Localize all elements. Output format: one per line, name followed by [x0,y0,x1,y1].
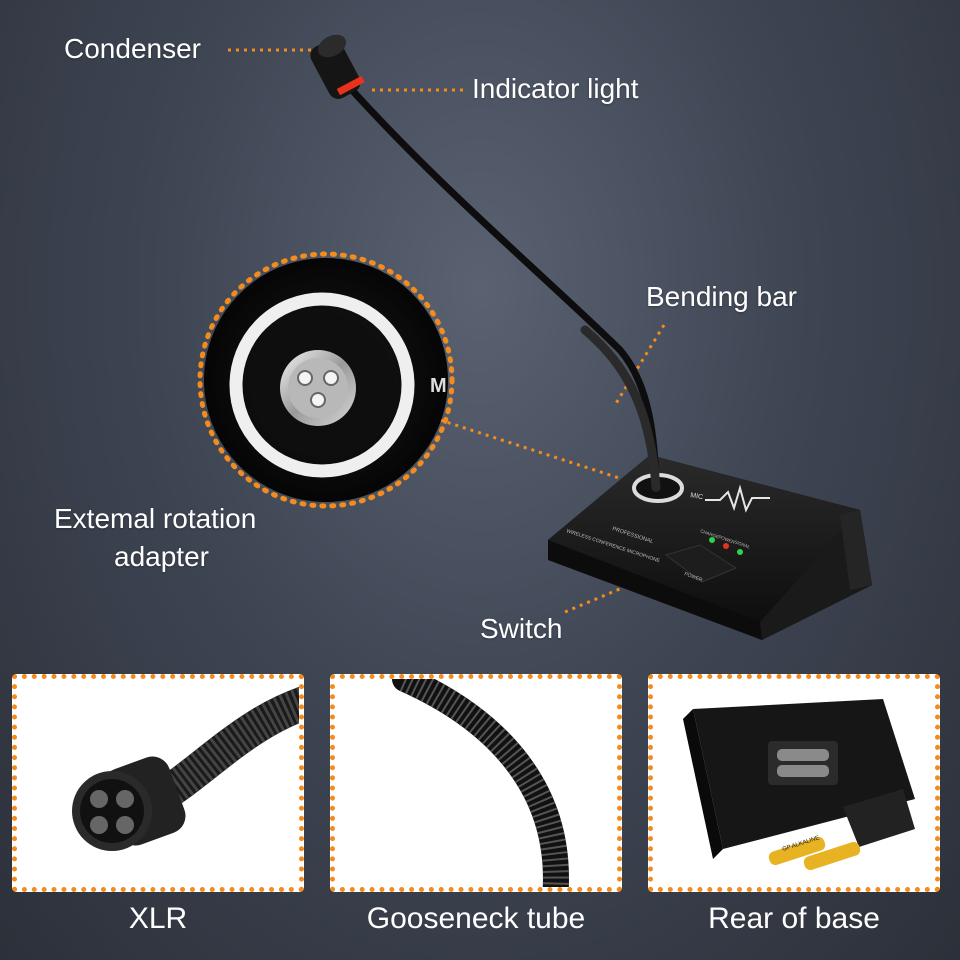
led-label-1: CHARGE [700,528,720,539]
indicator-ring [336,75,365,96]
caption-gooseneck: Gooseneck tube [366,902,586,935]
adapter-zoom: M [197,251,455,509]
microphone-base: MIC PROFESSIONAL WIRELESS CONFERENCE MIC… [548,455,872,640]
gooseneck-panel [330,674,622,892]
led-label-3: SIGNAL [734,539,752,550]
mic-label: MIC [690,492,704,501]
condenser-label: Condenser [64,33,201,64]
xlr-connector-icon [72,686,299,851]
caption-rear-base: Rear of base [708,902,880,935]
indicator-light-label: Indicator light [472,73,639,104]
adapter-label-line2: adapter [114,541,209,572]
switch-label: Switch [480,613,563,644]
condenser-head [310,34,365,99]
adapter-label-line1: Extemal rotation [54,503,257,534]
microphone-illustration: MIC PROFESSIONAL WIRELESS CONFERENCE MIC… [197,34,872,640]
bending-bar-label: Bending bar [646,281,798,312]
battery-compartment-icon: GP ALKALINE [683,699,915,871]
gooseneck-icon [392,679,569,887]
svg-text:M: M [430,375,447,397]
xlr-panel [12,674,304,892]
caption-xlr: XLR [128,902,188,935]
led-label-2: POWER [718,534,736,545]
rear-base-panel: GP ALKALINE [648,674,940,892]
